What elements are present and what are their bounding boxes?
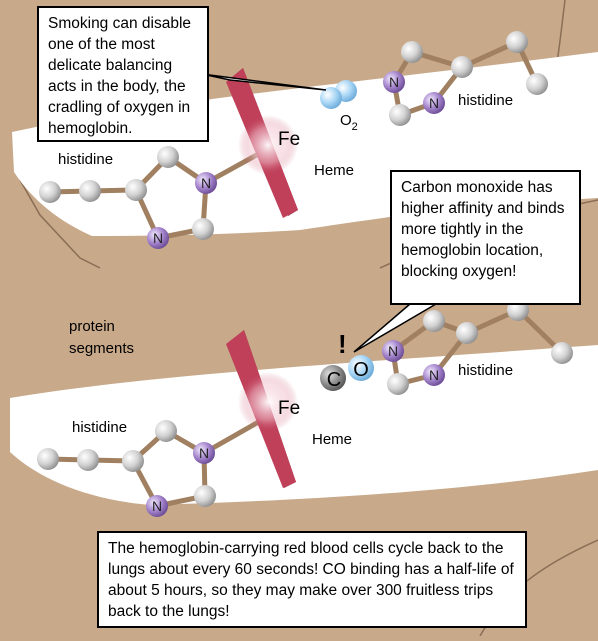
label-heme-top: Heme [314,162,354,179]
nitrogen-label: N [389,74,399,90]
label-o2-sub: 2 [352,121,358,133]
carbon-atom [122,450,144,472]
callout-bottom: The hemoglobin-carrying red blood cells … [97,531,527,628]
carbon-atom [194,485,216,507]
label-fe-bottom: Fe [278,398,300,419]
nitrogen-atom [195,172,217,194]
carbon-atom [423,310,445,332]
carbon-atom [192,218,214,240]
carbon-atom [451,56,473,78]
label-o2-top: O2 [340,112,358,133]
callout-middle: Carbon monoxide has higher affinity and … [390,170,581,305]
callout-bottom-text: The hemoglobin-carrying red blood cells … [108,540,514,620]
carbon-atom [389,104,411,126]
nitrogen-label: N [153,230,163,246]
label-histidine-top-left: histidine [58,151,113,168]
nitrogen-atom [146,495,168,517]
carbon-atom [456,322,478,344]
nitrogen-label: N [429,367,439,383]
label-o2-main: O [340,112,352,129]
carbon-atom [125,179,147,201]
nitrogen-label: N [152,498,162,514]
nitrogen-atom [193,442,215,464]
callout-pointer-middle [353,303,437,353]
protein-pocket-bottom [10,345,598,505]
nitrogen-label: N [199,445,209,461]
co-carbon-atom [320,365,346,391]
nitrogen-atom [147,227,169,249]
label-fe-top: Fe [278,129,300,150]
callout-pointer-top [201,73,327,91]
carbon-atom [401,41,423,63]
carbon-atom [157,146,179,168]
carbon-atom [506,31,528,53]
callout-middle-text: Carbon monoxide has higher affinity and … [401,179,565,280]
nitrogen-label: N [388,343,398,359]
label-exclamation: ! [338,329,347,359]
carbon-atom [77,449,99,471]
label-segments: segments [69,340,134,357]
iron-glow-bottom [238,372,298,432]
callout-top-text: Smoking can disable one of the most deli… [48,15,192,137]
carbon-atom [526,73,548,95]
co-o-label: O [353,359,369,381]
label-histidine-bottom-right: histidine [458,362,513,379]
label-protein: protein [69,318,115,335]
co-oxygen-atom [348,355,374,381]
nitrogen-atom [382,340,404,362]
carbon-atom [155,420,177,442]
nitrogen-atom [423,92,445,114]
nitrogen-label: N [429,95,439,111]
label-histidine-top-right: histidine [458,92,513,109]
carbon-atom [39,181,61,203]
callout-top: Smoking can disable one of the most deli… [37,6,209,142]
nitrogen-atom [383,71,405,93]
label-histidine-bottom-left: histidine [72,419,127,436]
nitrogen-label: N [201,175,211,191]
iron-glow-top [238,115,298,175]
oxygen-atom [320,87,342,109]
carbon-atom [551,342,573,364]
carbon-atom [37,448,59,470]
carbon-atom [387,373,409,395]
co-c-label: C [327,369,341,391]
region-boundary-line [19,179,101,269]
nitrogen-atom [423,364,445,386]
label-heme-bottom: Heme [312,431,352,448]
carbon-atom [79,180,101,202]
